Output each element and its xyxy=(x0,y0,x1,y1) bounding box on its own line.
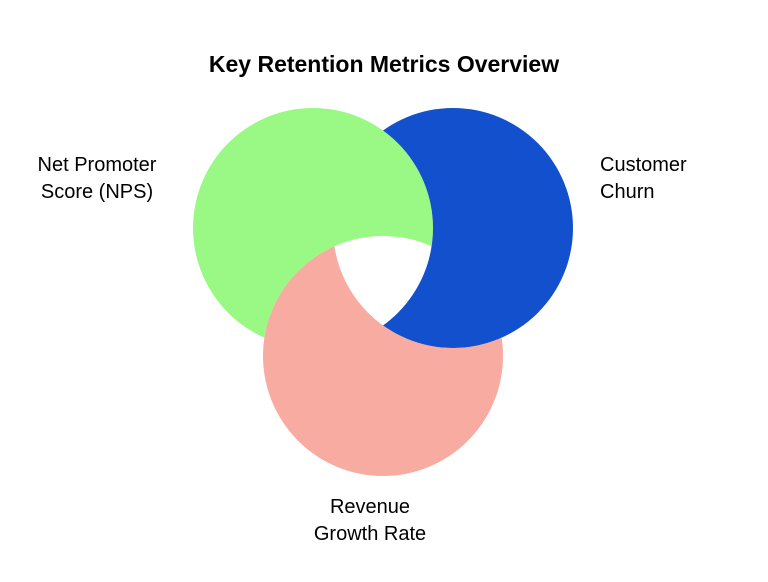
set-label-customer-churn: Customer Churn xyxy=(600,154,687,203)
set-label-nps: Net Promoter Score (NPS) xyxy=(37,154,157,203)
venn-circle-revenue-growth xyxy=(263,236,503,476)
chart-title: Key Retention Metrics Overview xyxy=(208,51,560,77)
set-label-revenue-growth: Revenue Growth Rate xyxy=(313,496,427,545)
